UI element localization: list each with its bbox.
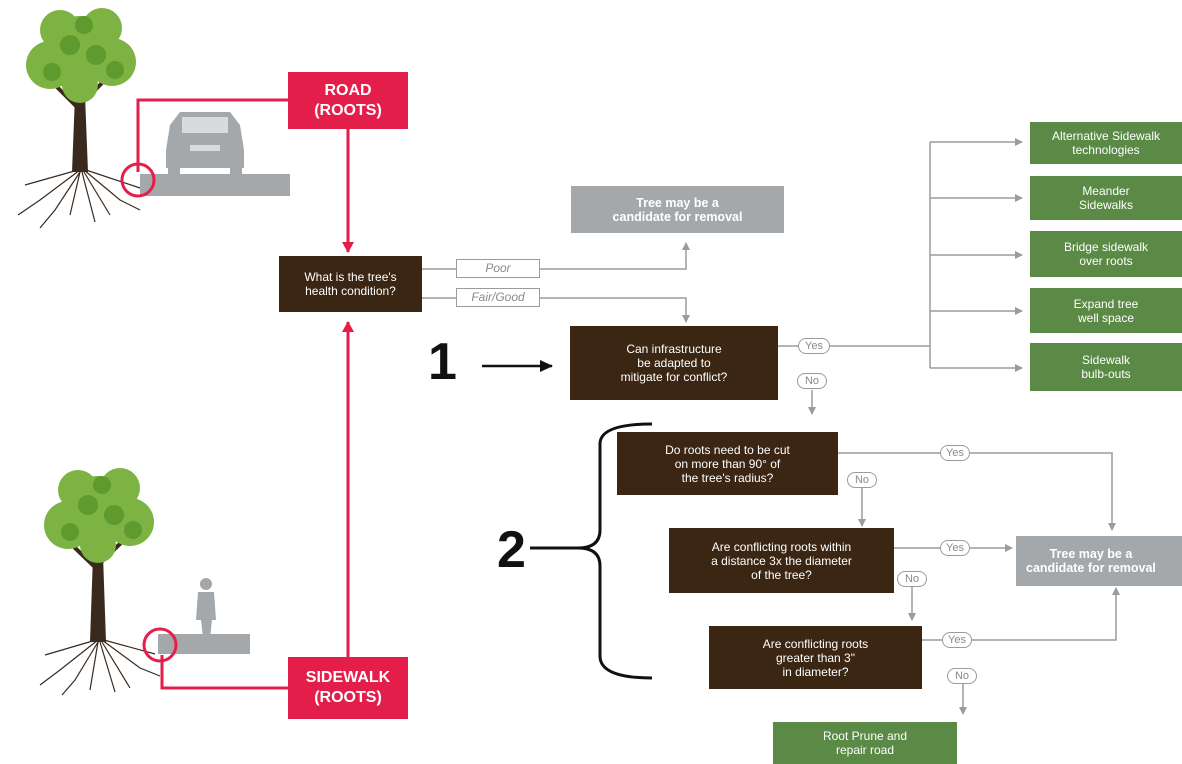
- tree-road-illustration: [17, 8, 141, 229]
- removal-candidate-top-text: Tree may be a candidate for removal: [612, 195, 743, 224]
- car-icon: [166, 112, 244, 176]
- health-question-box: What is the tree's health condition?: [279, 256, 422, 312]
- option-label: Sidewalk bulb-outs: [1081, 353, 1131, 381]
- distance-question-box: Are conflicting roots within a distance …: [669, 528, 894, 593]
- annotation-number-1: 1: [428, 333, 457, 391]
- roots-icon: [39, 639, 161, 696]
- option-label: Meander Sidewalks: [1078, 184, 1134, 212]
- conflict-circle-sidewalk: [142, 627, 178, 663]
- option-label: Alternative Sidewalk technologies: [1051, 129, 1161, 157]
- root-prune-box: Root Prune and repair road: [773, 722, 957, 764]
- option-label: Bridge sidewalk over roots: [1063, 240, 1149, 268]
- adapt-question-box: Can infrastructure be adapted to mitigat…: [570, 326, 778, 400]
- road-roots-label: ROAD (ROOTS): [314, 81, 382, 119]
- removal-candidate-top: Tree may be a candidate for removal: [571, 186, 784, 233]
- distance-yes-label: Yes: [940, 540, 970, 556]
- option-expand-tree-well: Expand tree well space: [1030, 288, 1182, 333]
- diameter-question-box: Are conflicting roots greater than 3" in…: [709, 626, 922, 689]
- distance-question-text: Are conflicting roots within a distance …: [711, 539, 852, 582]
- sidewalk-surface: [158, 634, 250, 654]
- road-roots-box: ROAD (ROOTS): [288, 72, 408, 129]
- cut-question-box: Do roots need to be cut on more than 90°…: [617, 432, 838, 495]
- poor-label: Poor: [456, 259, 540, 278]
- cut-no-label: No: [847, 472, 877, 488]
- diameter-question-text: Are conflicting roots greater than 3" in…: [762, 636, 869, 679]
- option-alternative-sidewalk: Alternative Sidewalk technologies: [1030, 122, 1182, 164]
- health-question-text: What is the tree's health condition?: [304, 270, 397, 298]
- fair-good-label: Fair/Good: [456, 288, 540, 307]
- adapt-yes-label: Yes: [798, 338, 830, 354]
- road-surface: [140, 174, 290, 196]
- option-sidewalk-bulb-outs: Sidewalk bulb-outs: [1030, 343, 1182, 391]
- cut-question-text: Do roots need to be cut on more than 90°…: [665, 442, 790, 485]
- distance-no-label: No: [897, 571, 927, 587]
- option-label: Expand tree well space: [1073, 296, 1139, 325]
- person-icon: [196, 578, 216, 638]
- connector-lines: [422, 138, 1120, 715]
- tree-sidewalk-illustration: [39, 468, 161, 696]
- diameter-no-label: No: [947, 668, 977, 684]
- annotation-number-2: 2: [497, 521, 526, 579]
- option-meander-sidewalks: Meander Sidewalks: [1030, 176, 1182, 220]
- sidewalk-roots-label: SIDEWALK (ROOTS): [305, 669, 391, 706]
- adapt-no-label: No: [797, 373, 827, 389]
- conflict-circle-road: [120, 162, 156, 198]
- removal-candidate-right-text: Tree may be a candidate for removal: [1026, 547, 1156, 575]
- sidewalk-roots-box: SIDEWALK (ROOTS): [288, 657, 408, 719]
- removal-candidate-right: Tree may be a candidate for removal: [1016, 536, 1182, 586]
- adapt-question-text: Can infrastructure be adapted to mitigat…: [620, 342, 728, 384]
- option-bridge-sidewalk: Bridge sidewalk over roots: [1030, 231, 1182, 277]
- root-prune-text: Root Prune and repair road: [822, 729, 908, 757]
- roots-icon: [17, 169, 141, 229]
- diameter-yes-label: Yes: [942, 632, 972, 648]
- cut-yes-label: Yes: [940, 445, 970, 461]
